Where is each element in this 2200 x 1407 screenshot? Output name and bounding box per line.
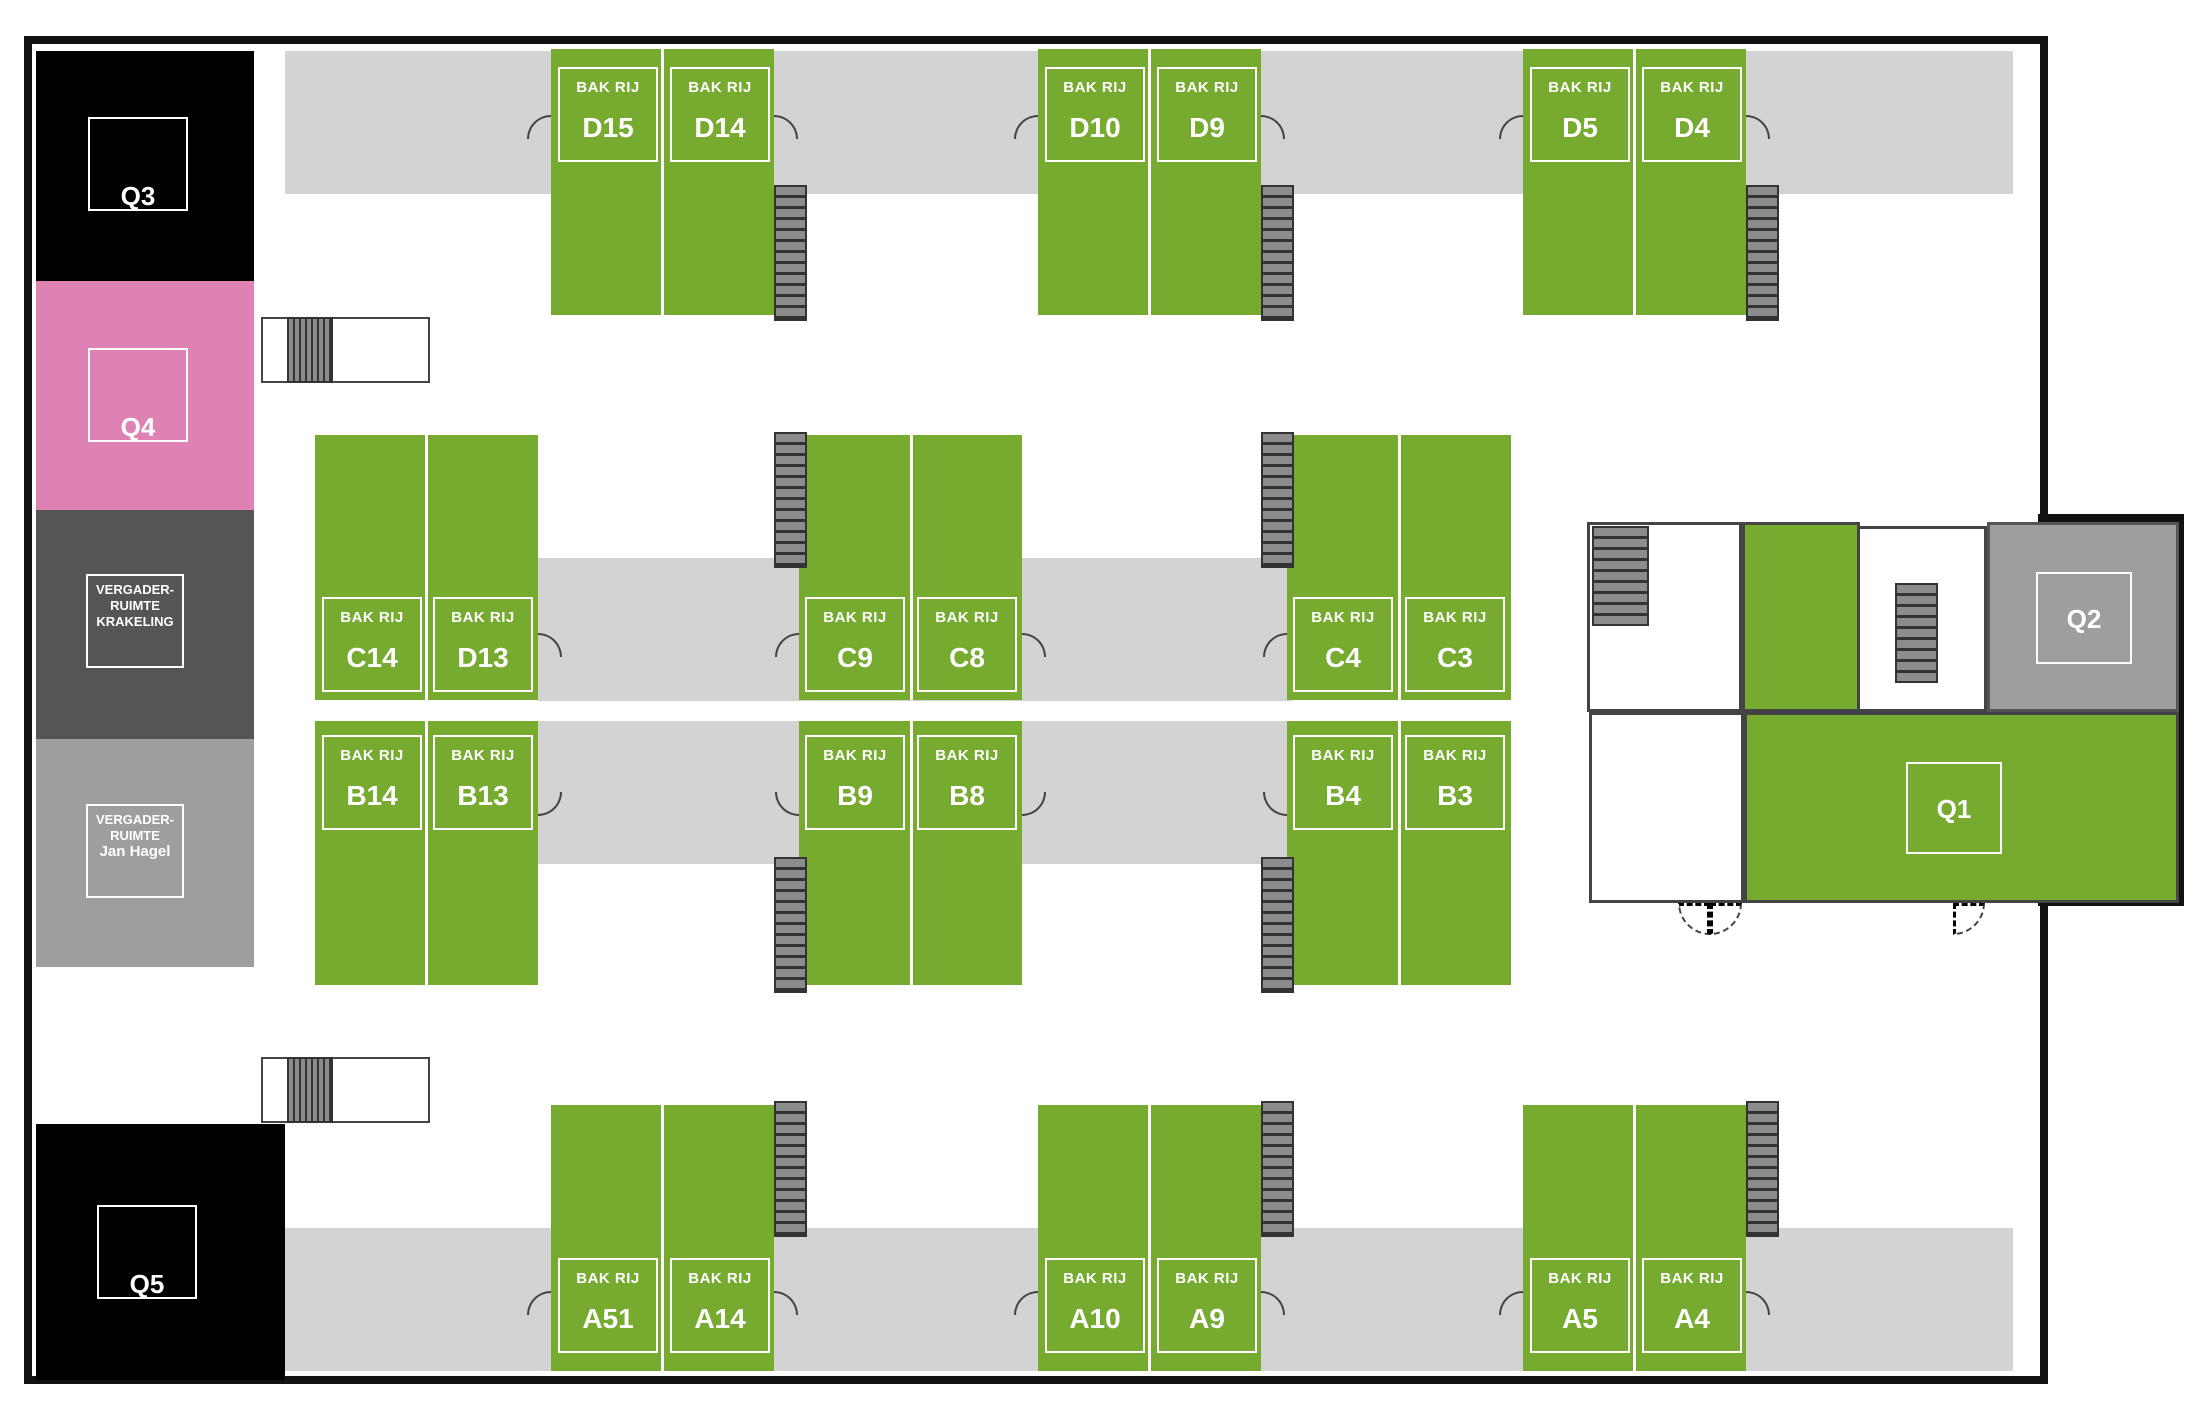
zone-q3-label: Q3 bbox=[120, 181, 156, 211]
zone-q2[interactable]: Q2 bbox=[1987, 522, 2179, 712]
zone-q1-label: Q1 bbox=[1936, 794, 1972, 824]
zone-q4[interactable]: Q4 bbox=[36, 281, 254, 510]
stairs-annex-b bbox=[1895, 583, 1938, 683]
stairs-c9 bbox=[774, 432, 807, 568]
zone-q1[interactable]: Q1 bbox=[1744, 712, 2179, 903]
stairs-upper-left bbox=[287, 317, 333, 383]
room-annex-lower bbox=[1589, 712, 1744, 903]
zone-q5[interactable]: Q5 bbox=[36, 1124, 285, 1380]
stairs-b9 bbox=[774, 857, 807, 993]
zone-q5-box: Q5 bbox=[97, 1205, 197, 1299]
stairs-c4 bbox=[1261, 432, 1294, 568]
zone-q2-box: Q2 bbox=[2036, 572, 2132, 664]
room-jan-hagel[interactable]: VERGADER- RUIMTE Jan Hagel bbox=[36, 739, 254, 967]
stairs-d9 bbox=[1261, 185, 1294, 321]
stairs-a14 bbox=[774, 1101, 807, 1237]
zone-q3-box: Q3 bbox=[88, 117, 188, 211]
annex-green-small bbox=[1742, 522, 1860, 712]
zone-q4-box: Q4 bbox=[88, 348, 188, 442]
room-krakeling[interactable]: VERGADER- RUIMTE KRAKELING bbox=[36, 510, 254, 739]
zone-q3[interactable]: Q3 bbox=[36, 51, 254, 281]
room-krakeling-box: VERGADER- RUIMTE KRAKELING bbox=[86, 574, 184, 668]
zone-q1-box: Q1 bbox=[1906, 762, 2002, 854]
stairs-b4 bbox=[1261, 857, 1294, 993]
stairs-d4 bbox=[1746, 185, 1779, 321]
stairs-d14 bbox=[774, 185, 807, 321]
stairs-a9 bbox=[1261, 1101, 1294, 1237]
zone-q4-label: Q4 bbox=[120, 412, 156, 442]
stairs-annex-a bbox=[1592, 526, 1649, 626]
stairs-a4 bbox=[1746, 1101, 1779, 1237]
zone-q2-label: Q2 bbox=[2066, 604, 2102, 634]
room-jan-hagel-box: VERGADER- RUIMTE Jan Hagel bbox=[86, 804, 184, 898]
stairs-lower-left bbox=[287, 1057, 333, 1123]
zone-q5-label: Q5 bbox=[129, 1269, 165, 1299]
